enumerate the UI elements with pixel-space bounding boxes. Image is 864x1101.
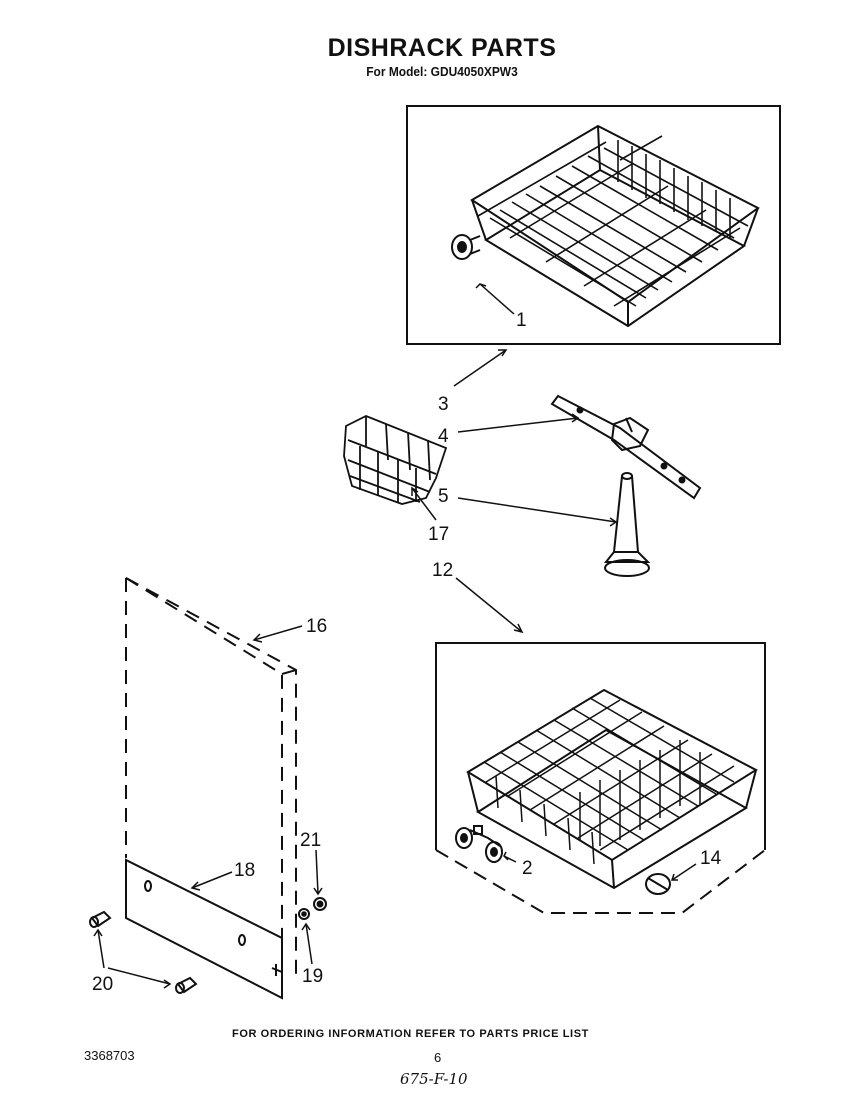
trim-panel-part-18 (125, 858, 283, 1000)
callout-2: 2 (522, 858, 533, 879)
screw-part-21 (313, 897, 327, 911)
upper-dishrack-wires (477, 135, 749, 307)
callout-3: 3 (438, 394, 449, 415)
model-subtitle: For Model: GDU4050XPW3 (366, 64, 518, 79)
callout-1: 1 (516, 310, 527, 331)
page-title: DISHRACK PARTS (327, 34, 557, 62)
callout-17: 17 (428, 524, 449, 545)
screw-part-20-left (89, 910, 112, 928)
callout-12: 12 (432, 560, 453, 581)
callout-5: 5 (438, 486, 449, 507)
spray-tower-part-5 (603, 472, 651, 577)
callout-14: 14 (700, 848, 722, 869)
lower-rack-frame (435, 642, 766, 914)
callout-4: 4 (438, 426, 449, 447)
rack-roller-part-2 (455, 825, 503, 863)
upper-dishrack (470, 124, 760, 328)
page-number: 6 (434, 1050, 442, 1065)
rack-cap-part-14 (645, 873, 671, 895)
callout-18: 18 (234, 860, 255, 881)
rack-roller-part-1 (451, 234, 481, 260)
document-number: 3368703 (84, 1048, 135, 1063)
clip-part-19 (298, 908, 310, 920)
callout-19: 19 (302, 966, 323, 987)
screw-part-20-right (175, 976, 198, 994)
upper-rack-frame (406, 105, 781, 345)
silverware-basket-part-17 (343, 415, 448, 505)
callout-21: 21 (300, 830, 321, 851)
callout-20: 20 (92, 974, 113, 995)
callout-16: 16 (306, 616, 327, 637)
leader-lines (93, 283, 697, 989)
door-panel-part-16 (125, 577, 297, 980)
ordering-info-note: FOR ORDERING INFORMATION REFER TO PARTS … (232, 1028, 589, 1040)
spray-arm-part-4 (550, 394, 702, 500)
lower-dishrack (466, 688, 759, 890)
handwritten-note: 675-F-10 (400, 1070, 468, 1088)
lower-dishrack-wires (483, 697, 735, 865)
